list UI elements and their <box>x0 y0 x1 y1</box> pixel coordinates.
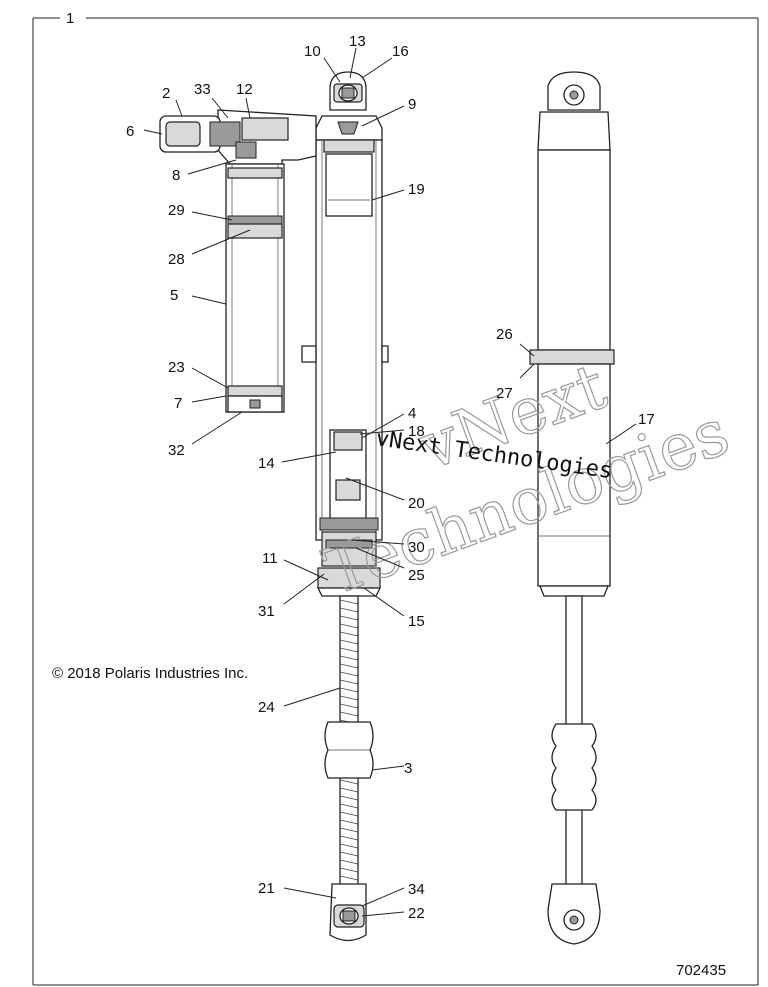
callout-23: 23 <box>168 359 185 376</box>
shock-assembled <box>529 71 615 945</box>
body-assembled <box>537 149 611 351</box>
bottom-eyelet <box>329 883 367 942</box>
callout-10: 10 <box>304 43 321 60</box>
callout-19: 19 <box>408 181 425 198</box>
floating-piston <box>325 153 373 217</box>
callout-2: 2 <box>162 85 170 102</box>
piston <box>319 517 379 531</box>
reservoir-piston <box>227 215 283 225</box>
callout-16: 16 <box>392 43 409 60</box>
callout-18: 18 <box>408 423 425 440</box>
diagram-number: 702435 <box>676 962 726 979</box>
callout-15: 15 <box>408 613 425 630</box>
callout-11: 11 <box>262 550 278 567</box>
callout-30: 30 <box>408 539 425 556</box>
callout-21: 21 <box>258 880 275 897</box>
callout-3: 3 <box>404 760 412 777</box>
callout-7: 7 <box>174 395 182 412</box>
reservoir-body <box>225 163 285 413</box>
callout-27: 27 <box>496 385 513 402</box>
callout-26: 26 <box>496 326 513 343</box>
callout-9: 9 <box>408 96 416 113</box>
leader-lines <box>143 47 637 917</box>
piston-cap <box>323 139 375 153</box>
callout-22: 22 <box>408 905 425 922</box>
callout-24: 24 <box>258 699 275 716</box>
callout-5: 5 <box>170 287 178 304</box>
callout-17: 17 <box>638 411 655 428</box>
callout-32: 32 <box>168 442 185 459</box>
callout-31: 31 <box>258 603 275 620</box>
callout-6: 6 <box>126 123 134 140</box>
copyright-notice: © 2018 Polaris Industries Inc. <box>52 665 248 682</box>
top-eyelet <box>329 71 367 111</box>
reservoir-sleeve <box>537 363 611 587</box>
callout-25: 25 <box>408 567 425 584</box>
bump-stop-assembled <box>551 723 597 811</box>
callout-29: 29 <box>168 202 185 219</box>
callout-8: 8 <box>172 167 180 184</box>
shock-cutaway <box>301 71 389 942</box>
callout-12: 12 <box>236 81 253 98</box>
callout-34: 34 <box>408 881 425 898</box>
callout-28: 28 <box>168 251 185 268</box>
reservoir-cutaway <box>159 109 317 413</box>
callout-4: 4 <box>408 405 416 422</box>
diagram-frame <box>32 17 759 986</box>
callout-1: 1 <box>66 10 74 27</box>
callout-20: 20 <box>408 495 425 512</box>
callout-labels: 1 2 3 4 5 6 7 8 9 10 11 12 13 14 15 16 1… <box>66 10 655 922</box>
shaft-threads <box>339 599 359 881</box>
callout-13: 13 <box>349 33 366 50</box>
callout-33: 33 <box>194 81 211 98</box>
callout-14: 14 <box>258 455 275 472</box>
